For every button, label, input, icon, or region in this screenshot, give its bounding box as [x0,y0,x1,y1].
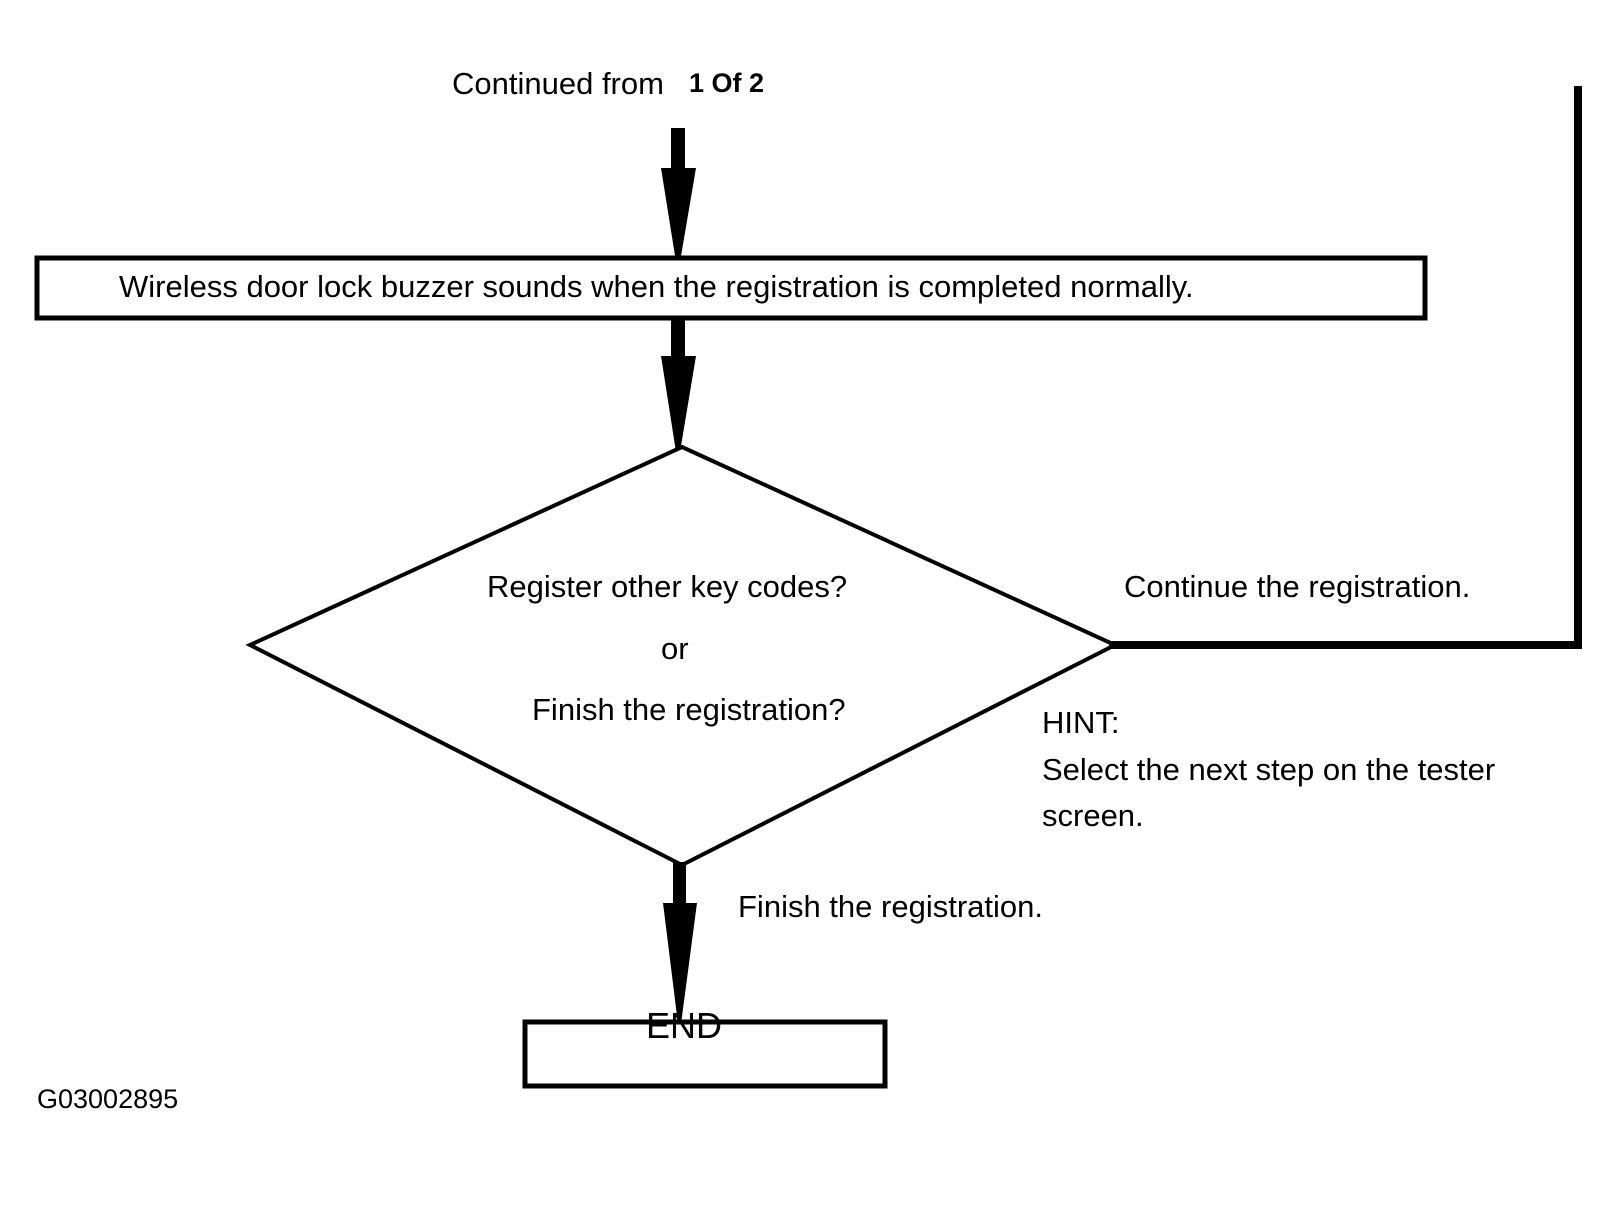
continued-from-label: Continued from [452,66,664,101]
decision-question-separator: or [661,631,689,666]
hint-title: HINT: [1042,705,1120,740]
arrow-down-to-decision [661,318,696,452]
branch-label-continue-registration: Continue the registration. [1124,569,1471,604]
process-box [34,255,1428,321]
decision-question-line-3: Finish the registration? [532,692,846,727]
hint-text-line-2: screen. [1042,798,1144,833]
process-box-text: Wireless door lock buzzer sounds when th… [119,269,1194,304]
end-box [522,1019,888,1089]
return-path-line [1109,86,1582,649]
branch-label-finish-registration: Finish the registration. [738,889,1043,924]
figure-id-label: G03002895 [37,1084,179,1114]
decision-question-line-1: Register other key codes? [487,569,848,604]
arrow-down-to-process-box [661,128,696,262]
hint-text-line-1: Select the next step on the tester [1042,752,1496,787]
continued-from-reference: 1 Of 2 [689,68,765,98]
arrow-down-to-end-box [663,862,697,1024]
end-box-text: END [646,1005,723,1046]
